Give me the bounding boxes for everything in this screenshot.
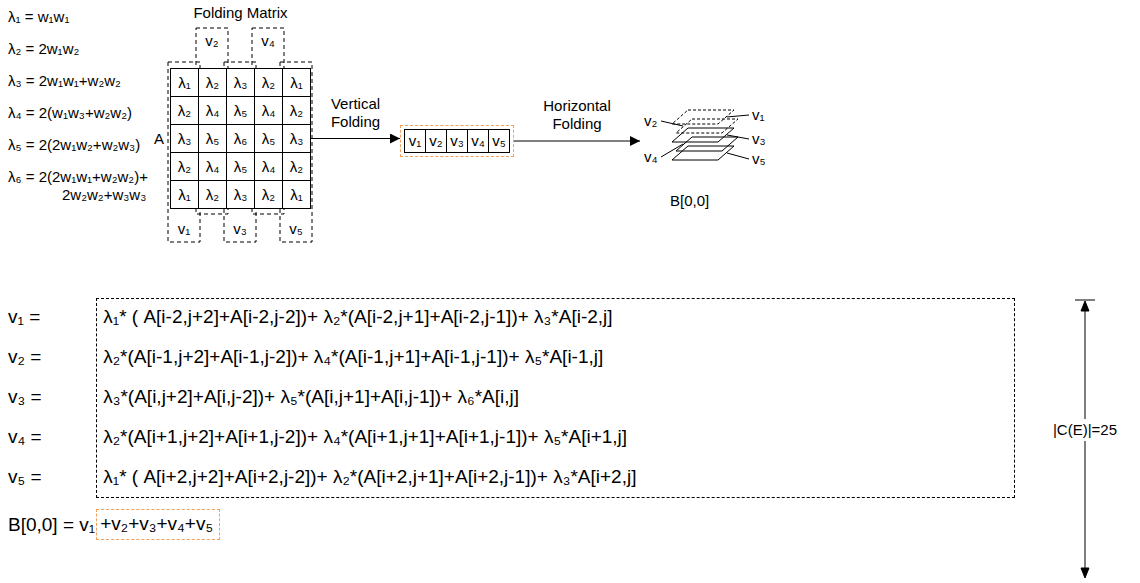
vector-cell: v₃ (446, 129, 468, 153)
lambda-definition: λ₄ = 2(w₁w₃+w₂w₂) (8, 104, 132, 122)
matrix-cell: λ₁ (282, 180, 311, 209)
sheet-label: v₅ (752, 150, 766, 168)
column-bracket (196, 28, 228, 214)
matrix-cell: λ₁ (282, 68, 311, 97)
matrix-cell: λ₅ (198, 124, 227, 153)
matrix-cell: λ₃ (170, 124, 199, 153)
matrix-cell: λ₂ (198, 68, 227, 97)
matrix-cell: λ₄ (198, 96, 227, 125)
equation-rhs: λ₃*(A[i,j+2]+A[i,j-2])+ λ₅*(A[i,j+1]+A[i… (103, 386, 519, 409)
output-stack: v₁ v₂ v₃ v₄ v₅ B[0,0] (640, 100, 780, 218)
dimension-arrowhead (1081, 301, 1089, 311)
equation-rhs: λ₂*(A[i+1,j+2]+A[i+1,j-2])+ λ₄*(A[i+1,j+… (103, 426, 627, 449)
edge-label: Horizontal Folding (532, 97, 622, 133)
equation-rhs: λ₁* ( A[i+2,j+2]+A[i+2,j-2])+ λ₂*(A[i+2,… (103, 466, 636, 489)
vector-cell: v₁ (404, 129, 426, 153)
equation-lhs: v₃ = (8, 386, 42, 409)
column-label: v₄ (261, 32, 275, 50)
matrix-cell: λ₆ (226, 124, 255, 153)
column-bracket (252, 28, 284, 214)
column-bracket (168, 62, 200, 242)
lambda-definition: λ₃ = 2w₁w₁+w₂w₂ (8, 72, 121, 90)
column-label: v₂ (205, 32, 218, 50)
sheet-label: v₃ (752, 130, 766, 148)
equation-lhs: v₂ = (8, 346, 41, 369)
folding-arrow (514, 141, 640, 142)
matrix-cell: λ₂ (254, 180, 283, 209)
equation-rhs: λ₁* ( A[i-2,j+2]+A[i-2,j-2])+ λ₂*(A[i-2,… (103, 306, 612, 329)
matrix-cell: λ₂ (170, 96, 199, 125)
sheet-symbol (672, 110, 734, 124)
folding-arrow (311, 138, 400, 139)
matrix-cell: λ₁ (170, 180, 199, 209)
leader-line (661, 121, 683, 126)
leader-line (727, 153, 749, 159)
leader-line (727, 135, 749, 139)
matrix-cell: λ₃ (282, 124, 311, 153)
column-label: v₃ (233, 220, 247, 238)
lambda-definition: λ₁ = w₁w₁ (8, 8, 69, 26)
column-bracket (224, 62, 256, 242)
matrix-cell: λ₂ (282, 152, 311, 181)
sheet-label: v₁ (752, 106, 765, 124)
matrix-cell: λ₂ (282, 96, 311, 125)
sum-box: +v₂+v₃+v₄+v₅ (96, 509, 220, 540)
column-label: v₁ (178, 220, 191, 238)
matrix-cell: λ₄ (254, 152, 283, 181)
column-label: v₅ (289, 220, 303, 238)
lambda-definition: λ₂ = 2w₁w₂ (8, 40, 79, 58)
sheet-label: v₄ (644, 148, 658, 166)
column-bracket (280, 62, 312, 242)
vector-cell: v₄ (467, 129, 489, 153)
equation-lhs: v₅ = (8, 466, 42, 489)
sheet-symbol (672, 128, 734, 142)
vector-cell: v₂ (425, 129, 447, 153)
matrix-cell: λ₅ (226, 152, 255, 181)
matrix-cell: λ₄ (198, 152, 227, 181)
equation-box: λ₁* ( A[i-2,j+2]+A[i-2,j-2])+ λ₂*(A[i-2,… (96, 298, 1015, 498)
sheet-label: v₂ (644, 112, 657, 130)
matrix-title: Folding Matrix (130, 4, 351, 21)
equation-lhs: v₄ = (8, 426, 42, 449)
sum-terms: +v₂+v₃+v₄+v₅ (100, 513, 213, 536)
sum-lhs: B[0,0] = v₁ (8, 514, 95, 537)
folded-vector: v₁v₂v₃v₄v₅ (400, 125, 514, 157)
equation-rhs: λ₂*(A[i-1,j+2]+A[i-1,j-2])+ λ₄*(A[i-1,j+… (103, 346, 603, 369)
matrix-cell: λ₅ (226, 96, 255, 125)
dimension-arrowhead (1081, 568, 1089, 578)
matrix-cell: λ₄ (254, 96, 283, 125)
vector-cell: v₅ (488, 129, 510, 153)
matrix-cell: λ₂ (254, 68, 283, 97)
matrix-cell: λ₂ (198, 180, 227, 209)
folding-matrix: Folding Matrixλ₁λ₂λ₃λ₂λ₁λ₂λ₄λ₅λ₄λ₂λ₃λ₅λ₆… (170, 68, 311, 209)
matrix-name: A (154, 130, 164, 148)
matrix-cell: λ₃ (226, 180, 255, 209)
equation-lhs: v₁ = (8, 306, 40, 329)
matrix-cell: λ₃ (226, 68, 255, 97)
matrix-cell: λ₅ (254, 124, 283, 153)
lambda-definition: λ₅ = 2(2w₁w₂+w₂w₃) (8, 136, 140, 154)
leader-line (727, 115, 749, 117)
matrix-cell: λ₂ (170, 152, 199, 181)
edge-label: Vertical Folding (317, 95, 395, 131)
leader-line (661, 144, 683, 157)
output-label: B[0,0] (670, 192, 709, 210)
sheet-symbol (672, 146, 734, 160)
matrix-cell: λ₁ (170, 68, 199, 97)
dimension-label: |C(E)|=25 (1050, 419, 1120, 441)
